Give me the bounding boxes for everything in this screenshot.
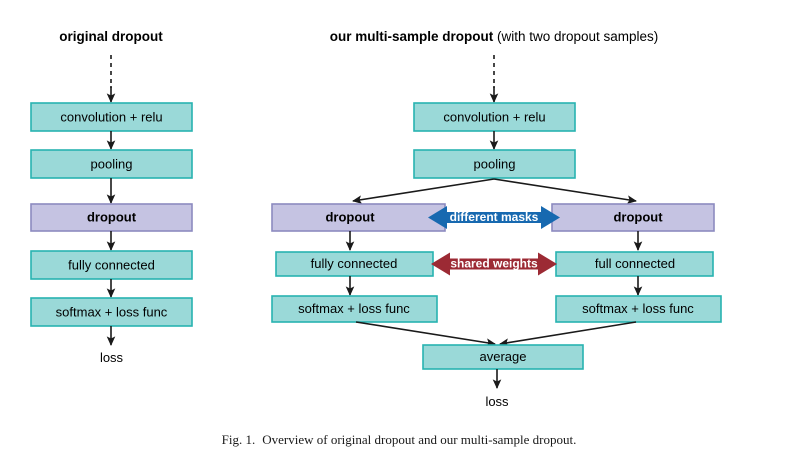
right-panel-title-bold: our multi-sample dropout <box>330 29 494 44</box>
left-node-dropout[interactable]: dropout <box>30 203 193 232</box>
right-node-dropout-left-label: dropout <box>325 209 375 224</box>
right-edge-softmax-left-average <box>355 321 496 347</box>
right-node-fc-right-box[interactable] <box>555 251 714 277</box>
left-panel: original dropout convolution + relu pool… <box>30 29 193 365</box>
different-masks-arrow-shape <box>428 206 560 229</box>
left-panel-title: original dropout <box>59 29 163 44</box>
figure-caption-number: Fig. 1. <box>221 432 256 447</box>
right-edge-softmax-right-average <box>499 321 637 347</box>
right-node-dropout-left[interactable]: dropout <box>271 203 446 232</box>
right-node-fc-right-label: full connected <box>595 256 675 271</box>
left-node-pool-label: pooling <box>91 156 133 171</box>
right-panel: our multi-sample dropout (with two dropo… <box>271 29 722 409</box>
right-node-dropout-right[interactable]: dropout <box>551 203 715 232</box>
relation-shared-weights: shared weights <box>431 252 557 276</box>
right-node-pool-box[interactable] <box>413 149 576 179</box>
left-node-pool[interactable]: pooling <box>30 149 193 179</box>
right-node-average-box[interactable] <box>422 344 584 370</box>
right-node-dropout-right-label: dropout <box>613 209 663 224</box>
right-edge-pool-dropout-right <box>493 178 637 204</box>
right-node-fc-left-label: fully connected <box>311 256 398 271</box>
right-node-dropout-right-box[interactable] <box>551 203 715 232</box>
right-node-softmax-right-label: softmax + loss func <box>582 301 694 316</box>
right-panel-title-rest: (with two dropout samples) <box>493 29 658 44</box>
right-node-fc-left-box[interactable] <box>275 251 434 277</box>
right-node-pool[interactable]: pooling <box>413 149 576 179</box>
left-output-loss-label: loss <box>100 350 124 365</box>
right-node-pool-label: pooling <box>474 156 516 171</box>
right-node-dropout-left-box[interactable] <box>271 203 446 232</box>
right-node-softmax-left[interactable]: softmax + loss func <box>271 295 438 323</box>
left-node-dropout-label: dropout <box>87 209 137 224</box>
left-node-softmax-box[interactable] <box>30 297 193 327</box>
left-node-softmax-label: softmax + loss func <box>56 304 168 319</box>
left-panel-title-bold: original dropout <box>59 29 163 44</box>
right-output-loss-label: loss <box>485 394 509 409</box>
different-masks-label: different masks <box>450 210 539 224</box>
right-node-softmax-right[interactable]: softmax + loss func <box>555 295 722 323</box>
relation-different-masks: different masks <box>428 206 560 229</box>
left-node-fc-label: fully connected <box>68 257 155 272</box>
left-node-fc[interactable]: fully connected <box>30 250 193 280</box>
figure-caption: Fig. 1. Overview of original dropout and … <box>0 432 798 448</box>
right-node-softmax-left-label: softmax + loss func <box>298 301 410 316</box>
right-node-average-label: average <box>480 349 527 364</box>
right-node-softmax-left-box[interactable] <box>271 295 438 323</box>
shared-weights-label: shared weights <box>450 257 538 271</box>
figure-caption-text: Overview of original dropout and our mul… <box>262 432 577 447</box>
left-node-conv-label: convolution + relu <box>60 109 162 124</box>
shared-weights-arrow-shape <box>431 252 557 276</box>
left-node-softmax[interactable]: softmax + loss func <box>30 297 193 327</box>
right-panel-title: our multi-sample dropout (with two dropo… <box>330 29 659 44</box>
right-edge-pool-dropout-left <box>352 178 495 204</box>
right-node-conv-box[interactable] <box>413 102 576 132</box>
right-node-softmax-right-box[interactable] <box>555 295 722 323</box>
right-node-average[interactable]: average <box>422 344 584 370</box>
right-node-fc-right[interactable]: full connected <box>555 251 714 277</box>
left-node-conv-box[interactable] <box>30 102 193 132</box>
left-node-conv[interactable]: convolution + relu <box>30 102 193 132</box>
right-node-fc-left[interactable]: fully connected <box>275 251 434 277</box>
right-node-conv[interactable]: convolution + relu <box>413 102 576 132</box>
right-node-conv-label: convolution + relu <box>443 109 545 124</box>
